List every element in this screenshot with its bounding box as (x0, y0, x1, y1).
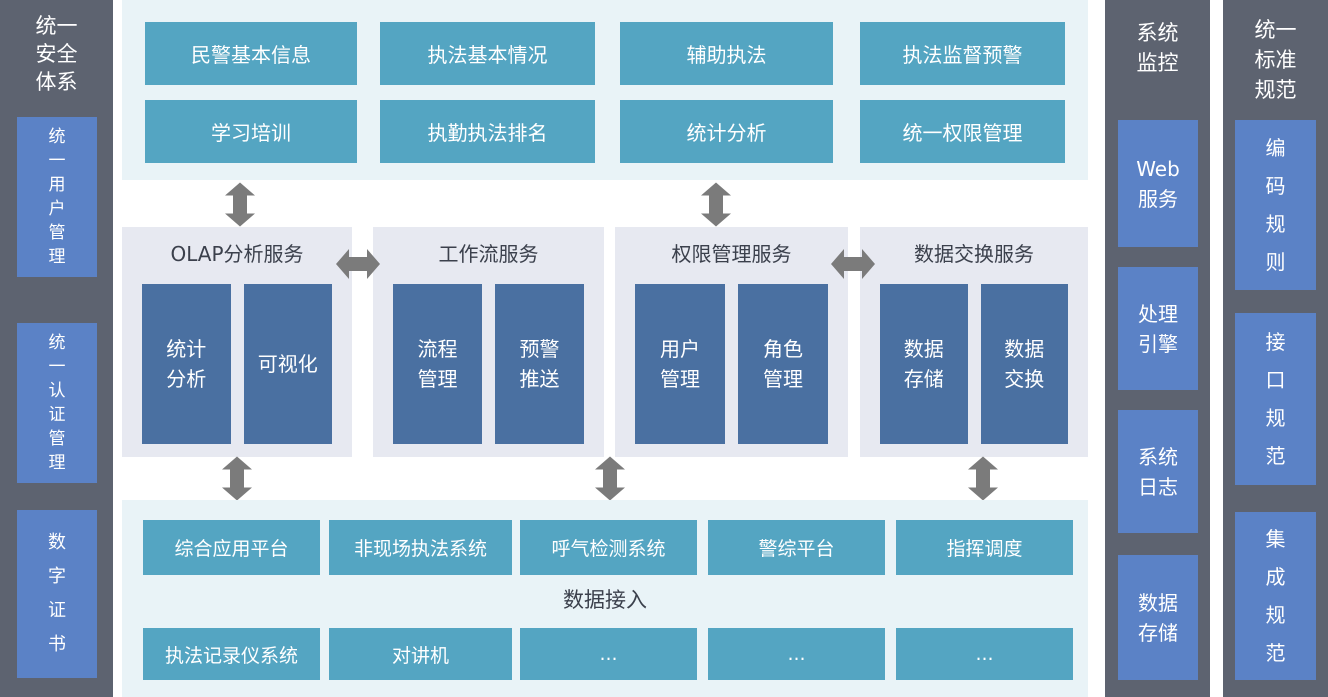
block-process-mgmt: 流程 管理 (393, 284, 482, 444)
double-arrow-vertical-icon (222, 456, 252, 501)
block-walkie-talkie: 对讲机 (329, 628, 512, 680)
block-digital-certificate: 数 字 证 书 (17, 510, 97, 678)
double-arrow-vertical-icon (225, 182, 255, 227)
double-arrow-vertical-icon (595, 456, 625, 501)
data-access-label: 数据接入 (563, 588, 647, 612)
block-user-mgmt: 用户 管理 (635, 284, 725, 444)
block-unified-auth-mgmt: 统 一 认 证 管 理 (17, 323, 97, 483)
double-arrow-horizontal-icon (831, 249, 875, 279)
panel-title: 权限管理服务 (671, 241, 792, 266)
security-column: 统一 安全 体系 统 一 用 户 管 理 统 一 认 证 管 理 数 字 证 书 (0, 0, 113, 697)
block-warning-push: 预警 推送 (495, 284, 584, 444)
block-auxiliary-enforcement: 辅助执法 (620, 22, 833, 85)
block-unified-permission-mgmt: 统一权限管理 (860, 100, 1065, 163)
security-column-title: 统一 安全 体系 (35, 14, 78, 94)
block-data-exchange: 数据 交换 (980, 284, 1068, 444)
panel-title: OLAP分析服务 (170, 241, 304, 266)
block-role-mgmt: 角色 管理 (738, 284, 828, 444)
block-statistical-analysis: 统计分析 (620, 100, 833, 163)
main-area: 民警基本信息 执法基本情况 辅助执法 执法监督预警 学习培训 执勤执法排名 统计… (122, 0, 1088, 697)
block-web-service: Web 服务 (1118, 120, 1198, 247)
data-access-layer: 综合应用平台 非现场执法系统 呼气检测系统 警综平台 指挥调度 数据接入 执法记… (122, 500, 1088, 697)
panel-title: 工作流服务 (438, 241, 539, 266)
block-ellipsis-2: ... (708, 628, 885, 680)
monitor-column: 系统 监控 Web 服务 处理 引擎 系统 日志 数据 存储 (1105, 0, 1210, 697)
block-integrated-app-platform: 综合应用平台 (143, 520, 320, 575)
block-enforcement-basic-status: 执法基本情况 (380, 22, 595, 85)
double-arrow-vertical-icon (701, 182, 731, 227)
block-monitor-data-storage: 数据 存储 (1118, 555, 1198, 680)
block-duty-enforcement-ranking: 执勤执法排名 (380, 100, 595, 163)
standard-column: 统一 标准 规范 编 码 规 则 接 口 规 范 集 成 规 范 (1223, 0, 1328, 697)
panel-workflow-service: 工作流服务 流程 管理 预警 推送 (373, 227, 604, 457)
block-integration-spec: 集 成 规 范 (1235, 512, 1316, 680)
double-arrow-horizontal-icon (336, 249, 380, 279)
block-interface-spec: 接 口 规 范 (1235, 313, 1316, 485)
block-visualization: 可视化 (243, 284, 332, 444)
monitor-column-title: 系统 监控 (1136, 21, 1179, 75)
block-system-log: 系统 日志 (1118, 410, 1198, 533)
block-command-dispatch: 指挥调度 (896, 520, 1073, 575)
standard-column-title: 统一 标准 规范 (1254, 18, 1297, 102)
block-ellipsis-1: ... (520, 628, 697, 680)
block-police-comprehensive-platform: 警综平台 (708, 520, 885, 575)
panel-data-exchange-service: 数据交换服务 数据 存储 数据 交换 (860, 227, 1088, 457)
block-learning-training: 学习培训 (145, 100, 357, 163)
block-enforcement-supervision-warning: 执法监督预警 (860, 22, 1065, 85)
panel-title: 数据交换服务 (914, 241, 1034, 266)
block-breath-test-system: 呼气检测系统 (520, 520, 697, 575)
block-data-storage: 数据 存储 (880, 284, 968, 444)
panel-olap-service: OLAP分析服务 统计 分析 可视化 (122, 227, 352, 457)
block-offsite-enforcement-system: 非现场执法系统 (329, 520, 512, 575)
block-enforcement-recorder-system: 执法记录仪系统 (143, 628, 320, 680)
block-police-basic-info: 民警基本信息 (145, 22, 357, 85)
panel-permission-service: 权限管理服务 用户 管理 角色 管理 (615, 227, 848, 457)
block-processing-engine: 处理 引擎 (1118, 267, 1198, 390)
application-layer: 民警基本信息 执法基本情况 辅助执法 执法监督预警 学习培训 执勤执法排名 统计… (122, 0, 1088, 180)
block-ellipsis-3: ... (896, 628, 1073, 680)
block-unified-user-mgmt: 统 一 用 户 管 理 (17, 117, 97, 277)
block-stat-analysis: 统计 分析 (142, 284, 231, 444)
block-coding-rules: 编 码 规 则 (1235, 120, 1316, 290)
double-arrow-vertical-icon (968, 456, 998, 501)
